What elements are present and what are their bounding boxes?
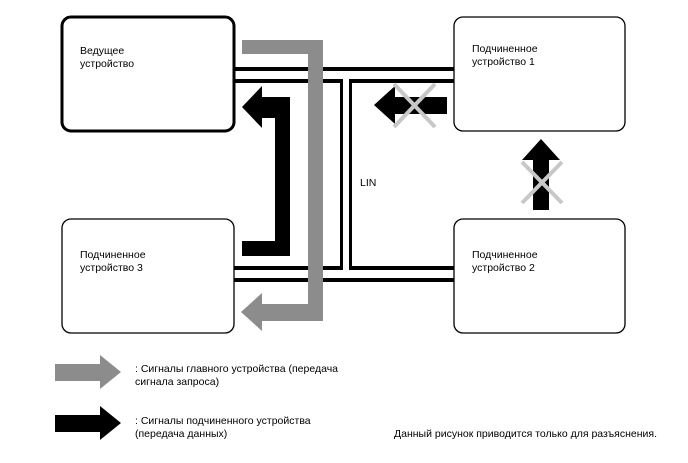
legend-slave-arrow-icon <box>55 406 121 440</box>
slave3-label: Подчиненное устройство 3 <box>80 249 146 274</box>
master-label: Ведущее устройство <box>80 45 135 70</box>
slave1-data-arrow <box>374 86 447 124</box>
slave1-label: Подчиненное устройство 1 <box>472 43 538 68</box>
cross-icon <box>520 160 564 205</box>
slave2-label: Подчиненное устройство 2 <box>472 249 538 274</box>
note-text: Данный рисунок приводится только для раз… <box>394 428 657 440</box>
slave3-data-arrow <box>242 86 290 256</box>
cross-icon <box>392 82 437 129</box>
slave1-box <box>453 16 626 132</box>
master-box <box>60 15 236 133</box>
slave2-data-arrow <box>522 139 560 210</box>
legend-master-arrow-icon <box>55 355 121 389</box>
master-signal-arrow <box>241 40 323 331</box>
legend-master-text: : Сигналы главного устройства (передача … <box>135 363 339 388</box>
lin-bus <box>234 67 456 282</box>
legend-slave-text: : Сигналы подчиненного устройства (перед… <box>135 415 311 440</box>
slave2-box <box>453 218 626 334</box>
lin-label: LIN <box>360 177 377 189</box>
slave3-box <box>61 218 235 334</box>
